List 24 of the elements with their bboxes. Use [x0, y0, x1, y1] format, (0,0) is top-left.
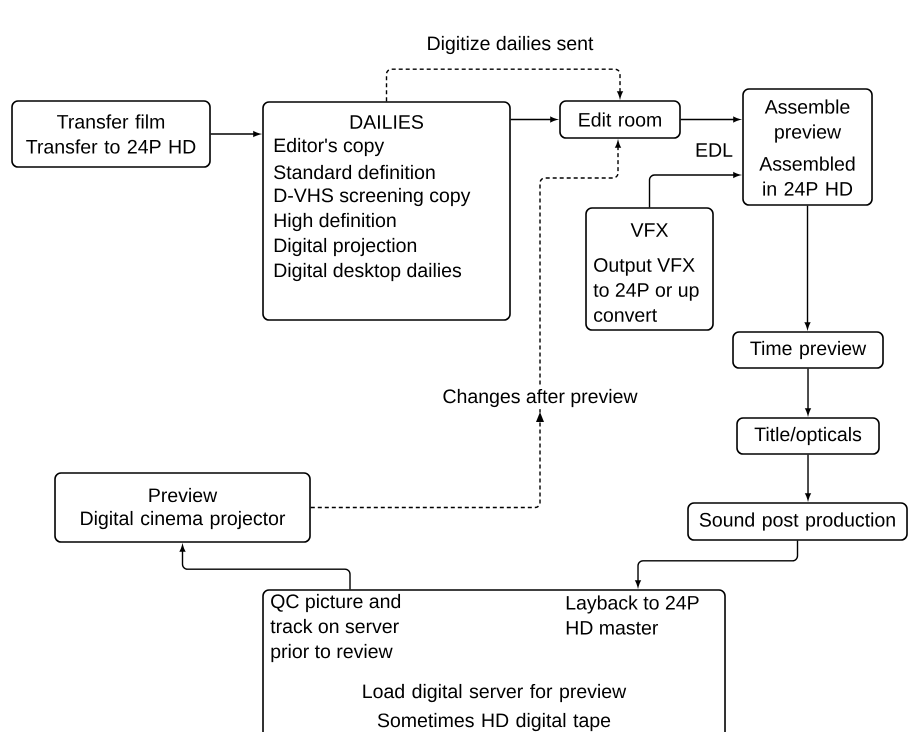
process-box: VFX Output VFX to 24P or up convert — [585, 207, 714, 331]
process-box: Time preview — [732, 331, 884, 369]
process-box: Title/opticals — [736, 417, 880, 455]
arrow — [310, 141, 621, 508]
arrow — [648, 172, 740, 208]
process-box: DAILIES Editor's copy Standard definition D-VHS screening copy High definition Digital projection Digital desktop dailies — [262, 101, 511, 321]
arrow — [680, 116, 740, 122]
edge-label: Digitize dailies sent — [424, 34, 596, 56]
arrow — [210, 131, 260, 137]
arrow — [386, 68, 623, 102]
arrow — [805, 454, 811, 500]
arrow — [635, 540, 798, 587]
arrow — [510, 116, 557, 122]
edge-label: Changes after preview — [440, 386, 640, 410]
edge-label: EDL — [693, 141, 735, 159]
arrow — [805, 368, 811, 415]
process-box: QC picture and track on server prior to review Layback to 24P HD master Load digital server for preview Sometimes HD digital tape — [262, 589, 726, 732]
process-box: Assemble preview Assembled in 24P HD — [742, 88, 873, 206]
arrow — [804, 206, 810, 329]
process-box: Edit room — [559, 100, 681, 139]
process-box: Transfer film Transfer to 24P HD — [11, 100, 211, 168]
process-box: Preview Digital cinema projector — [54, 472, 311, 543]
arrow — [180, 545, 351, 590]
process-box: Sound post production — [687, 502, 908, 541]
